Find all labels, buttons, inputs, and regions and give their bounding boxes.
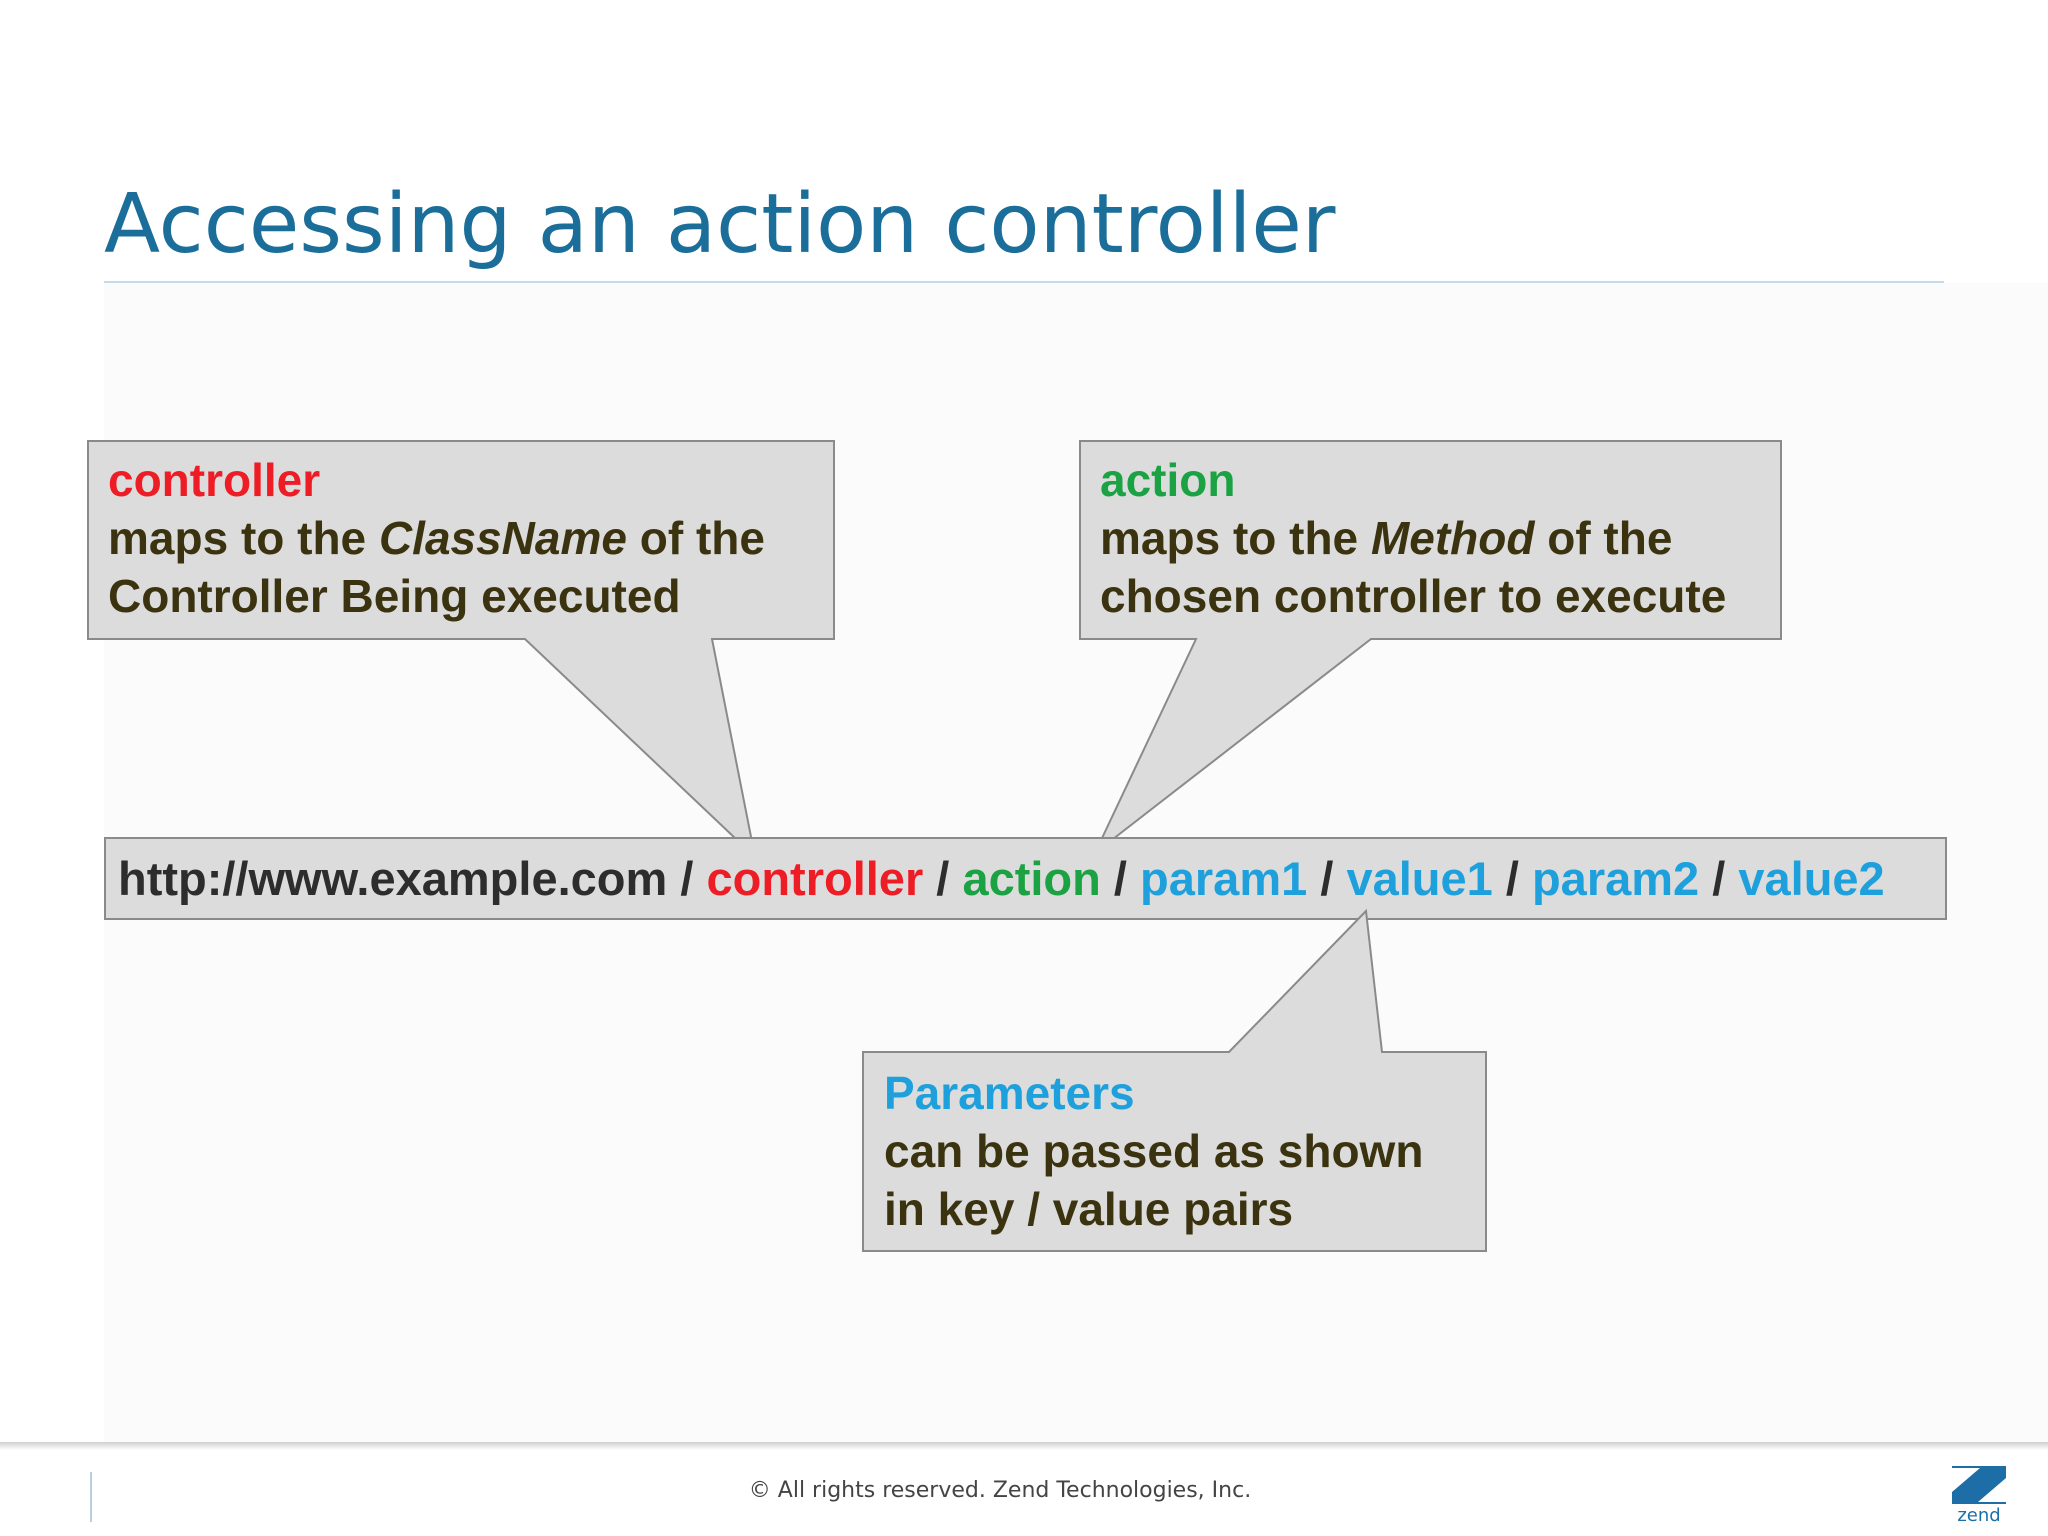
parameters-callout-text: Parameters can be passed as shown in key… xyxy=(884,1064,1423,1238)
footer-separator xyxy=(0,1442,2048,1450)
url-controller: controller xyxy=(706,852,924,905)
footer-left-rule xyxy=(90,1472,92,1522)
controller-line1: maps to the ClassName of the xyxy=(108,509,765,567)
controller-keyword: controller xyxy=(108,454,321,506)
footer-copyright: © All rights reserved. Zend Technologies… xyxy=(748,1478,1252,1503)
controller-line2: Controller Being executed xyxy=(108,570,681,622)
slide-title: Accessing an action controller xyxy=(104,177,1336,272)
action-line2: chosen controller to execute xyxy=(1100,570,1727,622)
url-value2: value2 xyxy=(1738,852,1885,905)
parameters-line1: can be passed as shown xyxy=(884,1125,1424,1177)
title-divider xyxy=(104,281,1944,283)
controller-callout-shape xyxy=(87,440,835,860)
action-keyword: action xyxy=(1100,454,1236,506)
action-line1: maps to the Method of the xyxy=(1100,509,1726,567)
action-line1-pre: maps to the xyxy=(1100,512,1371,564)
url-sep: / xyxy=(923,852,963,905)
parameters-keyword: Parameters xyxy=(884,1067,1135,1119)
action-callout-text: action maps to the Method of the chosen … xyxy=(1100,451,1726,625)
controller-line1-em: ClassName xyxy=(378,512,627,564)
url-action: action xyxy=(962,852,1101,905)
url-sep: / xyxy=(1699,852,1739,905)
zend-logo-text: zend xyxy=(1957,1505,2000,1524)
zend-logo-icon: zend xyxy=(1952,1466,2006,1524)
url-bar xyxy=(104,837,1947,920)
url-sep: / xyxy=(667,852,707,905)
url-value1: value1 xyxy=(1346,852,1493,905)
url-sep: / xyxy=(1100,852,1141,905)
action-line1-em: Method xyxy=(1370,512,1535,564)
parameters-callout-shape xyxy=(862,908,1487,1252)
url-base: http://www.example.com xyxy=(118,852,668,905)
controller-line1-pre: maps to the xyxy=(108,512,379,564)
url-sep: / xyxy=(1492,852,1532,905)
url-param2: param2 xyxy=(1531,852,1700,905)
action-line1-post: of the xyxy=(1534,512,1673,564)
url-text: http://www.example.com / controller / ac… xyxy=(118,850,1885,908)
url-sep: / xyxy=(1307,852,1347,905)
parameters-line2: in key / value pairs xyxy=(884,1183,1294,1235)
controller-line1-post: of the xyxy=(626,512,765,564)
controller-callout-text: controller maps to the ClassName of the … xyxy=(108,451,765,625)
action-callout-shape xyxy=(1079,440,1782,854)
url-param1: param1 xyxy=(1140,852,1308,905)
